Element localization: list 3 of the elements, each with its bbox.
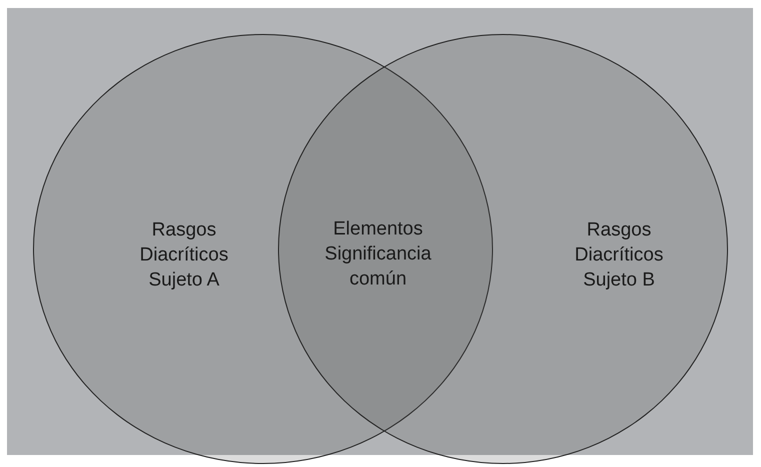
circle-label: Rasgos Diacríticos Sujeto A — [138, 218, 230, 292]
overlap-label: Elementos Significancia común — [324, 218, 432, 292]
circle-label: Rasgos Diacríticos Sujeto B — [574, 218, 664, 292]
